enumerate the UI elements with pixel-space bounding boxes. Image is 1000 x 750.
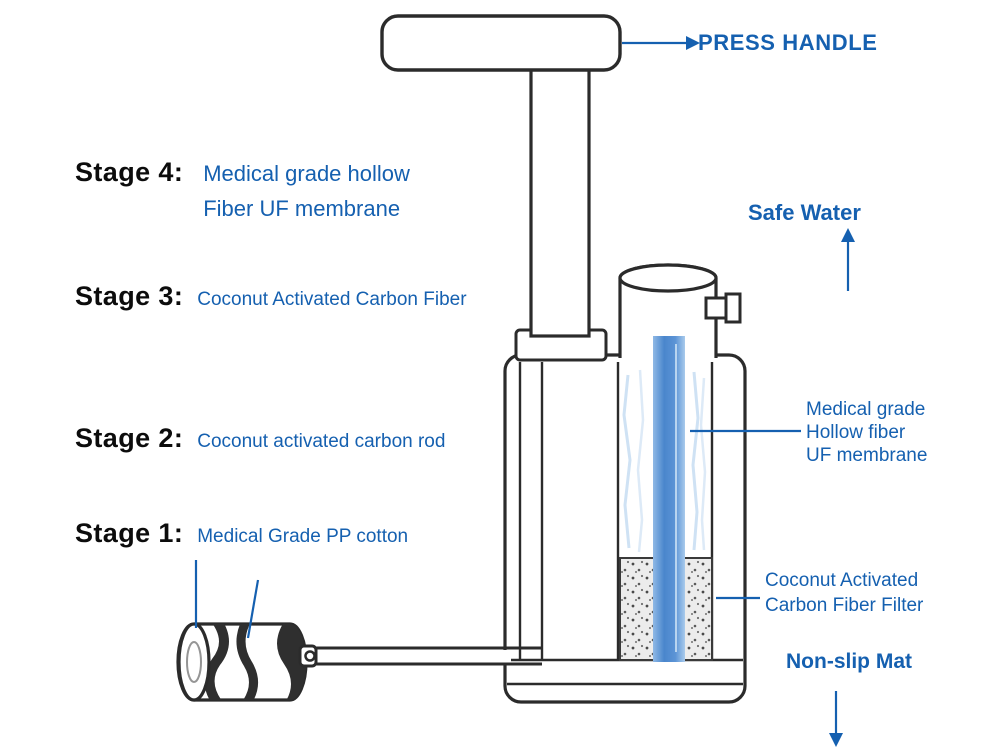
stage-2-description: Coconut activated carbon rod bbox=[197, 431, 446, 452]
pump-assembly bbox=[380, 14, 622, 362]
stage-2-row: Stage 2: Coconut activated carbon rod bbox=[75, 423, 445, 454]
carbon-filter-label-line1: Coconut Activated bbox=[765, 570, 919, 591]
stage-3-description: Coconut Activated Carbon Fiber bbox=[197, 289, 467, 310]
uf-membrane-label-line3: UF membrane bbox=[806, 445, 928, 466]
water-streaks bbox=[622, 369, 707, 553]
stage1-leader-line-2 bbox=[246, 579, 260, 639]
pre-filter-cartridge bbox=[176, 622, 308, 702]
pump-shaft bbox=[529, 62, 591, 338]
inner-chamber-walls bbox=[507, 362, 743, 686]
stage-4-row: Stage 4: Medical grade hollow Fiber UF m… bbox=[75, 156, 410, 226]
callout-lines bbox=[194, 41, 850, 735]
safe-water-label: Safe Water bbox=[748, 200, 861, 225]
stage-4-desc-line2: Fiber UF membrane bbox=[203, 196, 401, 221]
safe-water-arrowhead bbox=[841, 228, 855, 242]
stage-4-title: Stage 4: bbox=[75, 157, 184, 187]
stage-3-row: Stage 3: Coconut Activated Carbon Fiber bbox=[75, 281, 467, 312]
carbon-filter-label: Coconut Activated Carbon Fiber Filter bbox=[765, 568, 923, 618]
uf-membrane-tube bbox=[653, 336, 685, 662]
stage-1-row: Stage 1: Medical Grade PP cotton bbox=[75, 518, 408, 549]
arrowheads bbox=[686, 36, 855, 747]
stage-1-description: Medical Grade PP cotton bbox=[197, 526, 409, 547]
water-spout bbox=[704, 292, 742, 324]
uf-membrane-label-line2: Hollow fiber bbox=[806, 422, 906, 443]
carbon-filter-label-line2: Carbon Fiber Filter bbox=[765, 595, 924, 616]
non-slip-arrowhead bbox=[829, 733, 843, 747]
press-handle-arrowhead bbox=[686, 36, 700, 50]
stage-4-description: Medical grade hollow Fiber UF membrane bbox=[203, 156, 410, 226]
outlet-tower bbox=[618, 263, 718, 358]
stage-1-title: Stage 1: bbox=[75, 518, 184, 548]
stage-4-desc-line1: Medical grade hollow bbox=[203, 161, 410, 186]
uf-membrane-label: Medical grade Hollow fiber UF membrane bbox=[806, 398, 927, 467]
stage-3-title: Stage 3: bbox=[75, 281, 184, 311]
press-handle-label: PRESS HANDLE bbox=[698, 30, 878, 55]
inlet-hose bbox=[298, 644, 542, 668]
stage-2-title: Stage 2: bbox=[75, 423, 184, 453]
non-slip-mat-label: Non-slip Mat bbox=[786, 650, 912, 673]
press-handle-bar bbox=[380, 14, 622, 72]
uf-membrane-label-line1: Medical grade bbox=[806, 399, 926, 420]
